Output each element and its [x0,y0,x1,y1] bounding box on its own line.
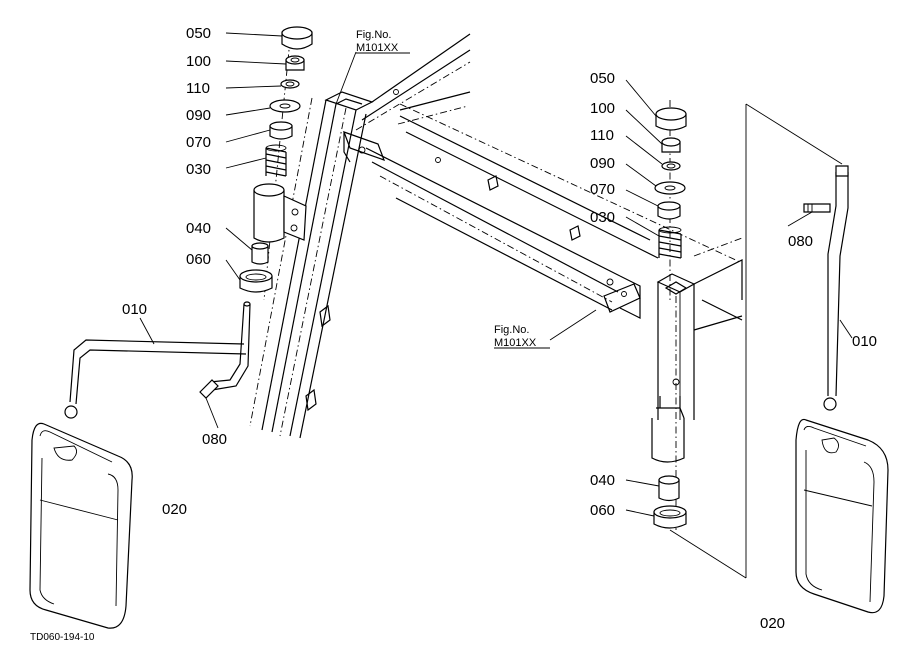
right-spring-030 [658,226,682,259]
right-washer-090 [654,181,686,195]
right-label-060: 060 [590,502,615,519]
drawing-code: TD060-194-10 [30,632,95,643]
left-label-020: 020 [162,501,187,518]
left-hinge-bracket [253,183,307,243]
left-label-100: 100 [186,53,211,70]
right-nut-100 [661,137,681,153]
right-label-020: 020 [760,615,785,632]
left-label-070: 070 [186,134,211,151]
left-label-010: 010 [122,301,147,318]
right-label-080: 080 [788,233,813,250]
left-label-040: 040 [186,220,211,237]
left-fig-ref-line2: M101XX [356,42,399,54]
left-label-110: 110 [186,80,210,97]
right-mirror-020 [795,418,889,614]
left-leaders [139,32,357,429]
left-cap-050 [281,26,313,50]
left-arm-010 [64,301,251,419]
right-clip-110 [661,161,681,171]
right-ring-060 [653,505,687,529]
right-arm-010 [823,165,849,411]
right-label-050: 050 [590,70,615,87]
right-pin-080 [803,203,831,213]
right-bushing-040 [658,475,680,502]
labels: Fig.No. M101XX 050 100 110 090 070 030 0… [30,25,877,643]
left-label-090: 090 [186,107,211,124]
right-label-030: 030 [590,209,615,226]
left-washer-110 [280,79,300,89]
right-label-070: 070 [590,181,615,198]
left-label-050: 050 [186,25,211,42]
left-mirror-020 [29,422,133,629]
right-label-090: 090 [590,155,615,172]
right-collar-070 [657,201,681,220]
left-label-030: 030 [186,161,211,178]
right-leaders [549,79,853,517]
left-nut-100 [285,55,305,71]
left-fig-ref-line1: Fig.No. [356,29,391,41]
frame-structure [249,33,743,530]
left-collar-070 [269,121,293,140]
left-washer-090 [269,99,301,113]
right-label-040: 040 [590,472,615,489]
left-label-080: 080 [202,431,227,448]
right-fig-ref-line1: Fig.No. [494,324,529,336]
left-assembly [29,26,357,629]
left-spring-030 [265,144,287,177]
left-ring-060 [239,269,273,293]
right-label-110: 110 [590,127,614,144]
left-label-060: 060 [186,251,211,268]
left-pin-080 [199,379,219,399]
right-assembly [549,79,889,614]
right-fig-ref-line2: M101XX [494,337,537,349]
right-label-100: 100 [590,100,615,117]
right-cap-050 [655,107,687,131]
right-label-010: 010 [852,333,877,350]
left-bushing-040 [251,242,269,265]
